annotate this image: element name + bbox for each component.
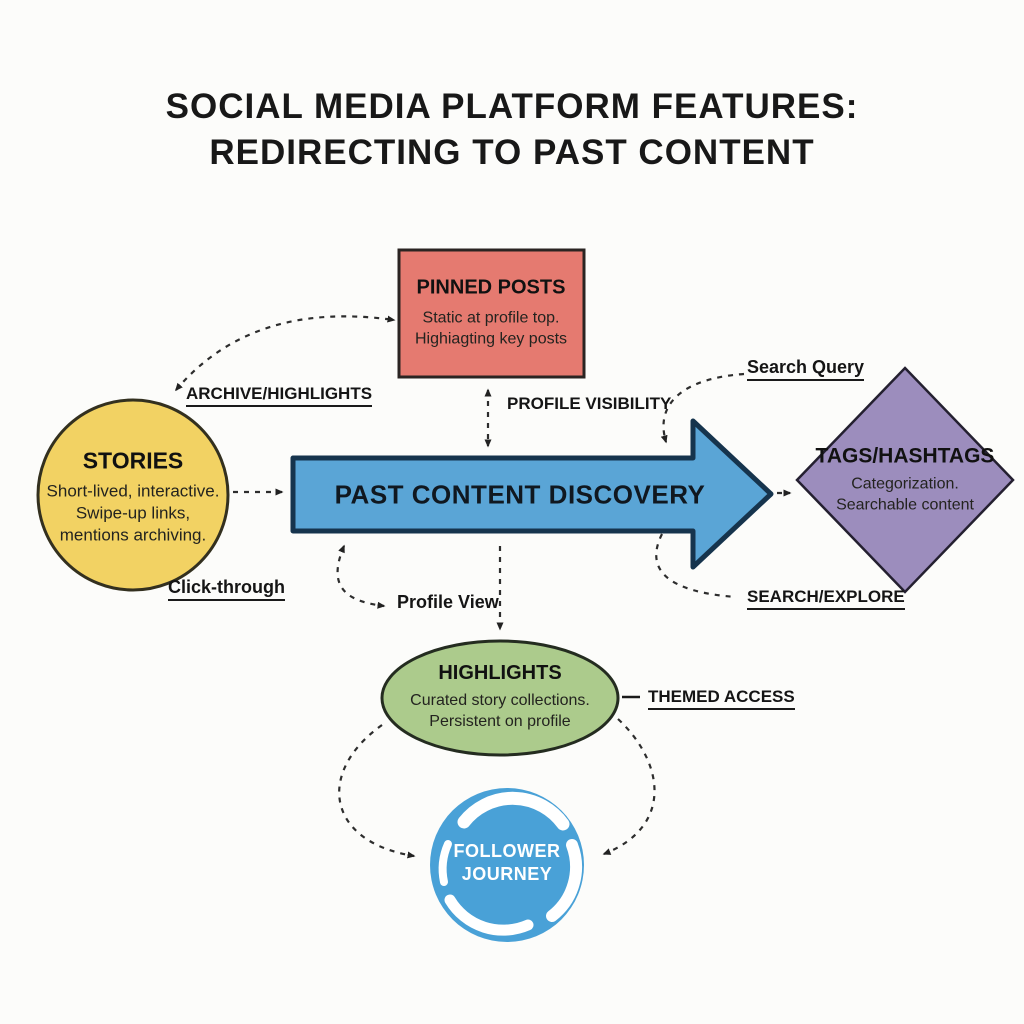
profile-view-label: Profile View <box>397 592 499 612</box>
profile-visibility-label: PROFILE VISIBILITY <box>507 394 672 413</box>
themed-access-text: THEMED ACCESS <box>648 687 795 710</box>
stories-line1: Short-lived, interactive. <box>46 481 220 501</box>
search-explore-text: SEARCH/EXPLORE <box>747 587 905 610</box>
connector-stories-to-pinned <box>175 315 396 392</box>
highlights-ellipse <box>380 639 620 757</box>
tags-hashtags-diamond <box>795 366 1015 594</box>
themed-access-label: THEMED ACCESS <box>648 687 795 710</box>
pinned-posts-box <box>397 248 586 379</box>
click-through-label: Click-through <box>168 577 285 601</box>
tags-hashtags-line1: Categorization. <box>851 475 959 493</box>
highlights-line1: Curated story collections. <box>410 692 590 709</box>
follower-journey-line1: FOLLOWER <box>453 841 561 861</box>
page-title-line1: SOCIAL MEDIA PLATFORM FEATURES: <box>165 87 859 126</box>
follower-journey-line2: JOURNEY <box>461 864 553 884</box>
highlights-line2: Persistent on profile <box>429 713 571 730</box>
stories-circle <box>36 398 230 592</box>
archive-highlights-label: ARCHIVE/HIGHLIGHTS <box>186 384 373 407</box>
stories-title: STORIES <box>82 447 184 474</box>
tags-hashtags-node-text: TAGS/HASHTAGS Categorization. Searchable… <box>805 445 1005 516</box>
page-title: SOCIAL MEDIA PLATFORM FEATURES: REDIRECT… <box>0 84 1024 176</box>
pinned-posts-line1: Static at profile top. <box>422 309 560 327</box>
connector-themed-to-follower-right <box>602 718 656 856</box>
stories-line3: mentions archiving. <box>59 525 207 545</box>
connector-searchquery-to-arrow <box>660 372 745 444</box>
connector-arrow-to-profileview <box>336 544 386 609</box>
click-through-text: Click-through <box>168 577 285 601</box>
archive-highlights-text: ARCHIVE/HIGHLIGHTS <box>186 384 373 407</box>
past-content-discovery-arrow <box>290 418 774 570</box>
follower-journey-node-text: FOLLOWER JOURNEY <box>454 840 561 886</box>
follower-journey-circle <box>430 788 584 942</box>
tags-hashtags-title: TAGS/HASHTAGS <box>815 444 995 468</box>
stories-node-text: STORIES Short-lived, interactive. Swipe-… <box>33 448 233 547</box>
page-title-line2: REDIRECTING TO PAST CONTENT <box>209 133 815 172</box>
connector-highlights-to-follower-left <box>338 724 416 859</box>
stories-line2: Swipe-up links, <box>75 503 191 523</box>
connector-arrow-to-searchexplore <box>655 533 737 599</box>
highlights-node-text: HIGHLIGHTS Curated story collections. Pe… <box>385 662 615 732</box>
pinned-posts-node-text: PINNED POSTS Static at profile top. High… <box>396 277 586 350</box>
tags-hashtags-line2: Searchable content <box>836 496 974 514</box>
search-query-text: Search Query <box>747 357 865 381</box>
pinned-posts-title: PINNED POSTS <box>416 276 566 299</box>
search-query-label: Search Query <box>747 357 865 381</box>
past-content-discovery-label: PAST CONTENT DISCOVERY <box>334 479 706 510</box>
highlights-title: HIGHLIGHTS <box>438 662 562 684</box>
search-explore-label: SEARCH/EXPLORE <box>747 587 905 610</box>
swirl-icon <box>438 791 583 936</box>
pinned-posts-line2: Highiagting key posts <box>414 330 568 348</box>
